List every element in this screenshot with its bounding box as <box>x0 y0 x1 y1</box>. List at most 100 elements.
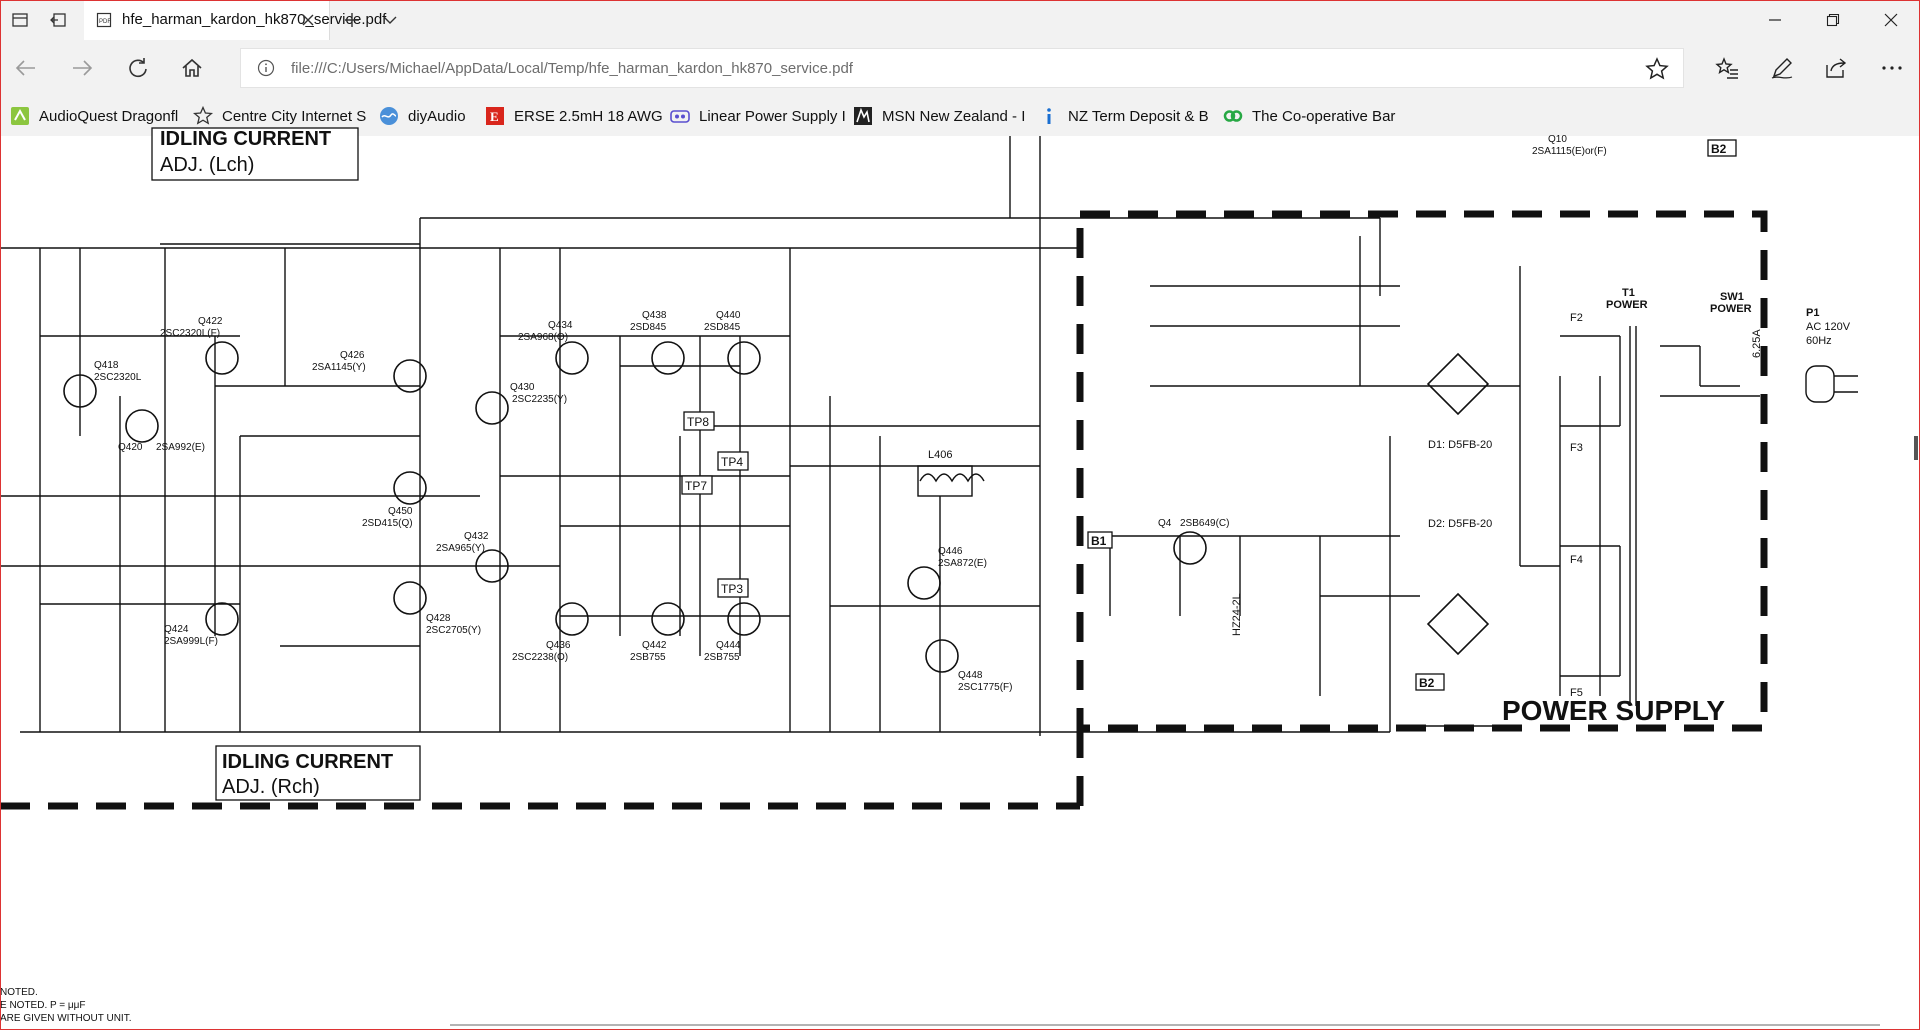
pdf-viewer[interactable]: IDLING CURRENT ADJ. (Lch) IDLING CURRENT… <box>0 127 1920 1030</box>
q418-ref: Q418 <box>94 360 119 371</box>
restore-button[interactable] <box>1804 0 1862 40</box>
close-window-button[interactable] <box>1862 0 1920 40</box>
b1-label: B1 <box>1091 534 1107 548</box>
msn-icon <box>854 107 872 125</box>
p1-label: P1 <box>1806 307 1819 319</box>
set-aside-tabs-icon[interactable] <box>46 8 70 32</box>
sw1-sub-label: POWER <box>1710 303 1752 315</box>
q420-ref: Q420 <box>118 442 143 453</box>
q450-part: 2SD415(Q) <box>362 518 413 529</box>
q432-part: 2SA965(Y) <box>436 543 485 554</box>
q426-part: 2SA1145(Y) <box>312 362 366 373</box>
refresh-button[interactable] <box>122 52 154 84</box>
footnote-1: NOTED. <box>0 987 38 998</box>
close-tab-icon[interactable] <box>297 9 319 31</box>
tp4-label: TP4 <box>721 455 743 469</box>
address-bar[interactable]: file:///C:/Users/Michael/AppData/Local/T… <box>240 48 1684 88</box>
tab-pdf[interactable]: PDF hfe_harman_kardon_hk870_service.pdf <box>84 0 387 40</box>
tab-title: hfe_harman_kardon_hk870_service.pdf <box>122 11 387 28</box>
erse-icon: E <box>486 107 504 125</box>
q442-ref: Q442 <box>642 640 667 651</box>
cooperative-icon <box>1223 110 1243 122</box>
tab-preview-chevron-down-icon[interactable] <box>378 8 402 32</box>
idling-current-lch-label: IDLING CURRENT <box>160 128 331 150</box>
home-button[interactable] <box>176 52 208 84</box>
info-icon <box>1047 108 1051 124</box>
tab-actions-icon[interactable] <box>8 8 32 32</box>
vertical-scrollbar-thumb[interactable] <box>1914 436 1918 460</box>
fav-centre-city[interactable]: Centre City Internet S <box>192 105 366 126</box>
tp8-label: TP8 <box>687 415 709 429</box>
share-icon[interactable] <box>1820 52 1852 84</box>
footnote-2: E NOTED. P = μμF <box>0 1000 86 1011</box>
q444-part: 2SB755 <box>704 652 740 663</box>
q442-part: 2SB755 <box>630 652 666 663</box>
q10-ref: Q10 <box>1548 134 1567 145</box>
fav-cooperative-bank[interactable]: The Co-operative Bar <box>1223 106 1395 126</box>
q10-part: 2SA1115(E)or(F) <box>1532 146 1607 157</box>
q422-ref: Q422 <box>198 316 223 327</box>
q428-part: 2SC2705(Y) <box>426 625 481 636</box>
q420-part: 2SA992(E) <box>156 442 205 453</box>
q436-part: 2SC2238(O) <box>512 652 568 663</box>
q446-ref: Q446 <box>938 546 963 557</box>
f3-label: F3 <box>1570 442 1583 454</box>
q418-part: 2SC2320L <box>94 372 142 383</box>
pen-notes-icon[interactable] <box>1766 52 1798 84</box>
d2-label: D2: D5FB-20 <box>1428 518 1492 530</box>
favorites-hub-icon[interactable] <box>1711 52 1743 84</box>
q448-ref: Q448 <box>958 670 983 681</box>
site-info-icon[interactable] <box>257 59 275 82</box>
idling-current-rch-label: IDLING CURRENT <box>222 751 393 773</box>
tp3-label: TP3 <box>721 582 743 596</box>
pdf-icon: PDF <box>96 12 112 33</box>
q434-part: 2SA968(O) <box>518 332 568 343</box>
hz-label: 60Hz <box>1806 335 1832 347</box>
diyaudio-icon <box>380 107 398 125</box>
fav-nz-term-deposit[interactable]: NZ Term Deposit & B <box>1039 106 1209 126</box>
f5-label: F5 <box>1570 687 1583 699</box>
star-outline-icon <box>192 105 214 125</box>
q432-ref: Q432 <box>464 531 489 542</box>
fav-audioquest[interactable]: AudioQuest Dragonfl <box>10 106 178 126</box>
address-text: file:///C:/Users/Michael/AppData/Local/T… <box>291 60 853 77</box>
q424-ref: Q424 <box>164 624 189 635</box>
q450-ref: Q450 <box>388 506 413 517</box>
q438-ref: Q438 <box>642 310 667 321</box>
q4-part: 2SB649(C) <box>1180 518 1229 529</box>
d1-label: D1: D5FB-20 <box>1428 439 1492 451</box>
q426-ref: Q426 <box>340 350 365 361</box>
sw1-label: SW1 <box>1720 291 1744 303</box>
q440-part: 2SD845 <box>704 322 741 333</box>
minimize-button[interactable] <box>1746 0 1804 40</box>
q428-ref: Q428 <box>426 613 451 624</box>
f4-label: F4 <box>1570 554 1583 566</box>
q436-ref: Q436 <box>546 640 571 651</box>
back-button[interactable] <box>10 52 42 84</box>
new-tab-icon[interactable] <box>340 8 364 32</box>
forward-button[interactable] <box>66 52 98 84</box>
fav-linear-power-supply[interactable]: Linear Power Supply I <box>670 106 846 126</box>
tp7-label: TP7 <box>685 479 707 493</box>
b2-label: B2 <box>1419 676 1435 690</box>
more-menu-icon[interactable] <box>1876 52 1908 84</box>
fav-msn[interactable]: MSN New Zealand - I <box>853 106 1025 126</box>
adj-lch-label: ADJ. (Lch) <box>160 154 254 176</box>
q448-part: 2SC1775(F) <box>958 682 1012 693</box>
fav-diyaudio[interactable]: diyAudio <box>379 106 466 126</box>
q444-ref: Q444 <box>716 640 741 651</box>
q440-ref: Q440 <box>716 310 741 321</box>
navigation-bar: file:///C:/Users/Michael/AppData/Local/T… <box>0 40 1920 96</box>
favorite-star-icon[interactable] <box>1645 57 1669 86</box>
b2-top-label: B2 <box>1711 142 1727 156</box>
svg-text:E: E <box>490 109 499 124</box>
t1-sub-label: POWER <box>1606 299 1648 311</box>
fav-erse[interactable]: E ERSE 2.5mH 18 AWG <box>485 106 663 126</box>
q446-part: 2SA872(E) <box>938 558 987 569</box>
q438-part: 2SD845 <box>630 322 667 333</box>
tab-strip: PDF hfe_harman_kardon_hk870_service.pdf <box>0 0 1920 41</box>
l406-label: L406 <box>928 449 952 461</box>
q4-ref: Q4 <box>1158 518 1172 529</box>
power-supply-label: POWER SUPPLY <box>1502 695 1725 726</box>
footnote-3: ARE GIVEN WITHOUT UNIT. <box>0 1013 132 1024</box>
